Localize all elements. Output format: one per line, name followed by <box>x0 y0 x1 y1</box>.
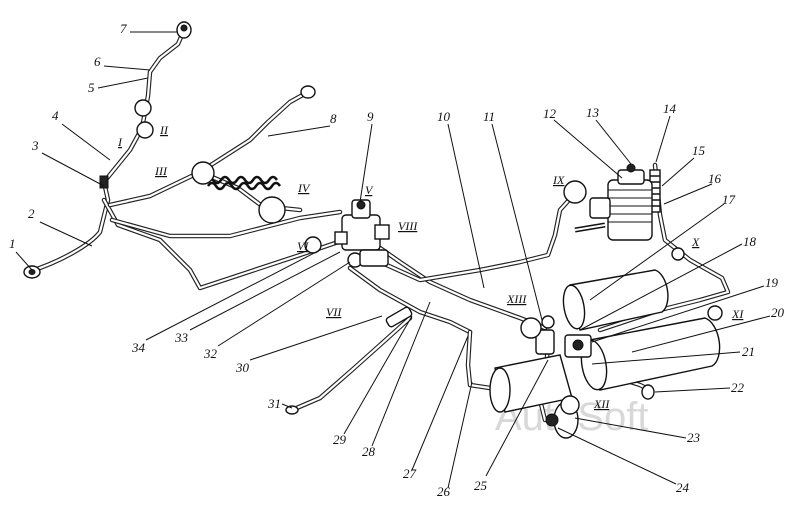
drain-valve-24 <box>545 413 559 427</box>
detail-mark-VIII: VIII <box>398 219 418 233</box>
number-callouts: 1 2 3 4 5 6 7 8 9 10 11 12 13 14 15 16 1… <box>9 21 785 499</box>
callout-15: 15 <box>692 143 706 158</box>
detail-mark-XII: XII <box>593 397 610 411</box>
callout-1: 1 <box>9 236 16 251</box>
callout-24: 24 <box>676 480 690 495</box>
coupling-head-7 <box>176 21 192 39</box>
callout-10: 10 <box>437 109 451 124</box>
callout-33: 33 <box>174 330 189 345</box>
callout-26: 26 <box>437 484 451 499</box>
callout-12: 12 <box>543 106 557 121</box>
detail-marks: I II III IV V VI VII VIII IX X XI XII XI… <box>117 123 744 411</box>
detail-mark-VII: VII <box>326 305 342 319</box>
callout-6: 6 <box>94 54 101 69</box>
callout-5: 5 <box>88 80 95 95</box>
detail-mark-V: V <box>365 183 374 197</box>
detail-mark-XIII: XIII <box>506 292 527 306</box>
callout-11: 11 <box>483 109 495 124</box>
callout-19: 19 <box>765 275 779 290</box>
callout-32: 32 <box>203 346 218 361</box>
leader-lines <box>15 31 771 489</box>
drain-valve-22 <box>641 384 655 400</box>
coiled-hose <box>203 175 282 191</box>
detail-mark-II: II <box>159 123 169 137</box>
coupling-head-8 <box>300 85 316 99</box>
detail-mark-IX: IX <box>552 173 565 187</box>
callout-16: 16 <box>708 171 722 186</box>
distribution-valve <box>535 315 592 358</box>
brake-valve <box>334 199 390 268</box>
detail-mark-X: X <box>691 235 700 249</box>
callout-30: 30 <box>235 360 250 375</box>
callout-20: 20 <box>771 305 785 320</box>
callout-4: 4 <box>52 108 59 123</box>
callout-3: 3 <box>31 138 39 153</box>
callout-2: 2 <box>28 206 35 221</box>
detail-circles <box>134 99 723 415</box>
callout-28: 28 <box>362 444 376 459</box>
fitting-30 <box>385 306 413 328</box>
callout-21: 21 <box>742 344 755 359</box>
callout-14: 14 <box>663 101 677 116</box>
callout-17: 17 <box>722 192 736 207</box>
callout-7: 7 <box>120 21 127 36</box>
hose-31 <box>285 405 299 415</box>
callout-23: 23 <box>687 430 701 445</box>
coupling-head-1 <box>23 265 41 279</box>
detail-mark-IV: IV <box>297 181 311 195</box>
callout-9: 9 <box>367 109 374 124</box>
detail-mark-XI: XI <box>731 307 744 321</box>
compressor <box>574 163 653 241</box>
callout-27: 27 <box>403 466 417 481</box>
air-receiver-upper <box>562 269 669 331</box>
callout-29: 29 <box>333 432 347 447</box>
callout-18: 18 <box>743 234 757 249</box>
pipelines <box>25 27 731 423</box>
detail-mark-III: III <box>154 164 168 178</box>
detail-mark-I: I <box>117 135 123 149</box>
detail-mark-VI: VI <box>297 239 309 253</box>
callout-25: 25 <box>474 478 488 493</box>
callout-34: 34 <box>131 340 146 355</box>
callout-31: 31 <box>267 396 281 411</box>
clamp-4 <box>99 175 109 189</box>
callout-13: 13 <box>586 105 600 120</box>
callout-8: 8 <box>330 111 337 126</box>
callout-22: 22 <box>731 380 745 395</box>
